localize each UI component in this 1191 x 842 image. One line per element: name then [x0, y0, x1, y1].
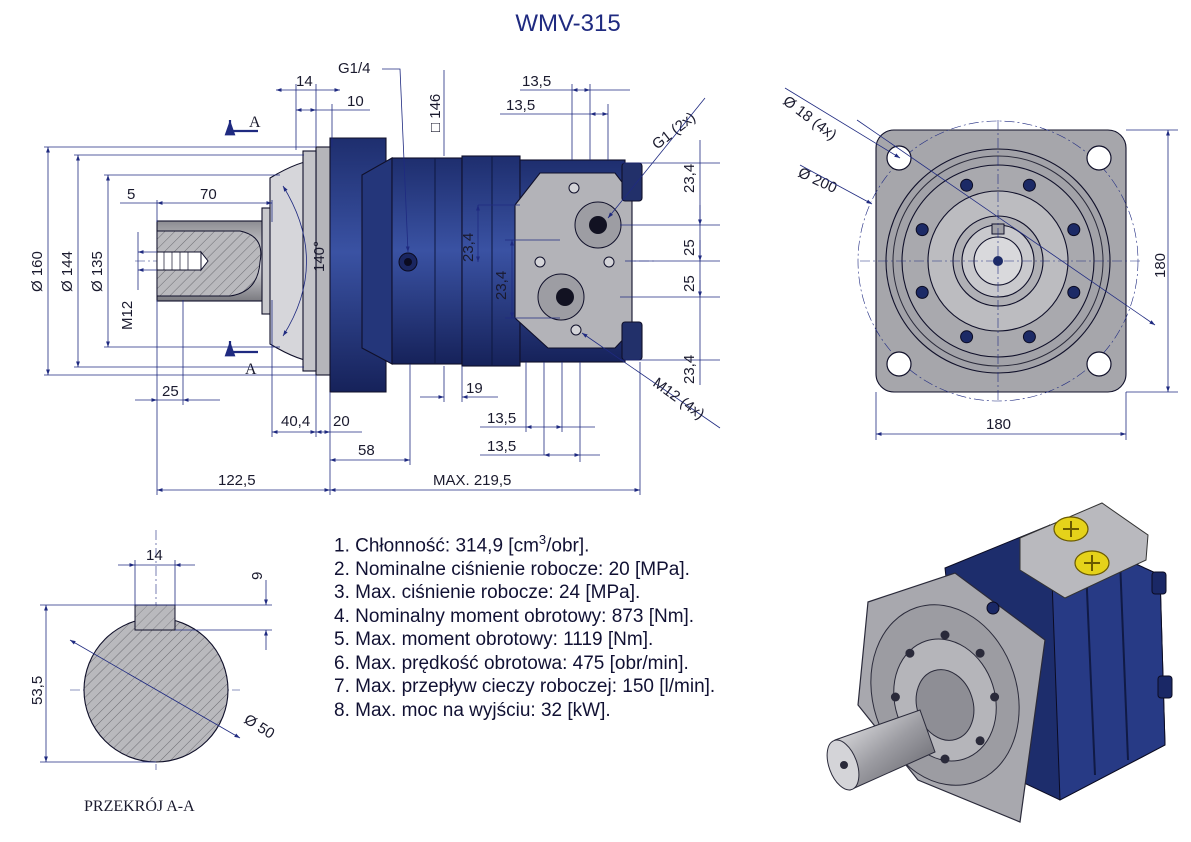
render-bolt — [940, 630, 950, 640]
dim-25-b-label: 25 — [681, 275, 698, 292]
motor-3d-render — [826, 502, 1173, 823]
flange-bolt — [1022, 330, 1036, 344]
g14-label: G1/4 — [338, 60, 371, 77]
dim-13-5-c-label: 13,5 — [487, 410, 516, 427]
render-bolt — [890, 692, 900, 702]
dim-5-label: 5 — [127, 186, 135, 203]
dim-180-h-label: 180 — [986, 416, 1011, 433]
spec-max-power: 8. Max. moc na wyjściu: 32 [kW]. — [334, 699, 611, 721]
flange-bolt — [1067, 285, 1081, 299]
dia-135-label: Ø 135 — [89, 251, 106, 292]
section-dim-53-5-label: 53,5 — [29, 676, 46, 705]
spec-displacement: 1. Chłonność: 314,9 [cm3/obr]. — [334, 532, 590, 557]
g1-2x-label: G1 (2x) — [649, 109, 699, 153]
section-marker-bottom: A — [245, 361, 257, 378]
render-bolt — [975, 736, 985, 746]
flange-bolt-circle — [915, 178, 1081, 344]
dim-13-5-a-label: 13,5 — [522, 73, 551, 90]
section-marker-top: A — [249, 114, 261, 131]
section-dia-50-label: Ø 50 — [241, 711, 278, 743]
section-dim-9-label: 9 — [249, 572, 266, 580]
g1-port-a — [589, 216, 607, 234]
m12-thread-hole — [156, 251, 202, 271]
flange-bolt — [1022, 178, 1036, 192]
dim-25-shaft-label: 25 — [162, 383, 179, 400]
mounting-hole — [1086, 145, 1112, 171]
dim-max-label: MAX. 219,5 — [433, 472, 511, 489]
flange-bolt — [915, 223, 929, 237]
dim-180-v-label: 180 — [1152, 253, 1169, 278]
flange-bolt — [960, 330, 974, 344]
dim-10-label: 10 — [347, 93, 364, 110]
plug-top — [621, 162, 643, 202]
m12-4x-label: M12 (4x) — [650, 374, 708, 423]
dim-23-4-c-label: 23,4 — [493, 271, 510, 300]
angle-140-label: 140° — [311, 241, 328, 272]
spec-nominal-pressure: 2. Nominalne ciśnienie robocze: 20 [MPa]… — [334, 558, 690, 580]
render-port-plate — [1019, 502, 1149, 599]
spec-max-torque: 5. Max. moment obrotowy: 1119 [Nm]. — [334, 629, 654, 651]
dim-70-label: 70 — [200, 186, 217, 203]
dim-23-4-a-label: 23,4 — [681, 164, 698, 193]
dia-18-label: Ø 18 (4x) — [780, 93, 840, 144]
flange-bolt — [960, 178, 974, 192]
dim-23-4-d-label: 23,4 — [681, 355, 698, 384]
section-title: PRZEKRÓJ A-A — [84, 796, 195, 815]
dia-144-label: Ø 144 — [59, 251, 76, 292]
drawing-title: WMV-315 — [515, 10, 620, 37]
dim-20-label: 20 — [333, 413, 350, 430]
render-bolt — [975, 648, 985, 658]
dim-13-5-b-label: 13,5 — [506, 97, 535, 114]
dia-160-label: Ø 160 — [29, 251, 46, 292]
spec-nominal-torque: 4. Nominalny moment obrotowy: 873 [Nm]. — [334, 605, 695, 627]
front-view: Ø 18 (4x) Ø 200 180 180 — [780, 87, 1178, 440]
dim-25-a-label: 25 — [681, 239, 698, 256]
render-bolt — [990, 692, 1000, 702]
spec-max-flow: 7. Max. przepływ cieczy roboczej: 150 [l… — [334, 676, 716, 698]
mounting-hole — [886, 145, 912, 171]
g1-port-b — [556, 288, 574, 306]
mounting-holes — [886, 145, 1112, 377]
spec-max-speed: 6. Max. prędkość obrotowa: 475 [obr/min]… — [334, 652, 689, 674]
flange-bolt — [1067, 223, 1081, 237]
plug-bottom — [621, 321, 643, 361]
render-bolt — [905, 648, 915, 658]
dim-14-label: 14 — [296, 73, 313, 90]
specifications-list: 1. Chłonność: 314,9 [cm3/obr]. 2. Nomina… — [334, 528, 715, 722]
dim-13-5-d-label: 13,5 — [487, 438, 516, 455]
angle-arc-140 — [282, 185, 307, 337]
flange-bolt — [915, 285, 929, 299]
mounting-hole — [886, 351, 912, 377]
port-plate — [514, 172, 633, 349]
render-bolt — [940, 754, 950, 764]
shaft-key — [134, 604, 176, 631]
side-view: 140° A A Ø 160 — [29, 60, 721, 495]
shaft-section-hatch — [156, 230, 262, 297]
dim-19-label: 19 — [466, 380, 483, 397]
mounting-hole — [1086, 351, 1112, 377]
square-146-label: □ 146 — [427, 94, 444, 132]
section-a-a: 14 9 53,5 Ø 50 PRZEKRÓJ A-A — [29, 530, 277, 815]
dim-122-5-label: 122,5 — [218, 472, 256, 489]
dim-23-4-b-label: 23,4 — [460, 233, 477, 262]
dim-58-label: 58 — [358, 442, 375, 459]
section-dim-14-label: 14 — [146, 547, 163, 564]
dim-40-4-label: 40,4 — [281, 413, 310, 430]
m12-label: M12 — [119, 301, 136, 330]
dia-200-label: Ø 200 — [795, 164, 839, 197]
spec-max-pressure: 3. Max. ciśnienie robocze: 24 [MPa]. — [334, 582, 641, 604]
